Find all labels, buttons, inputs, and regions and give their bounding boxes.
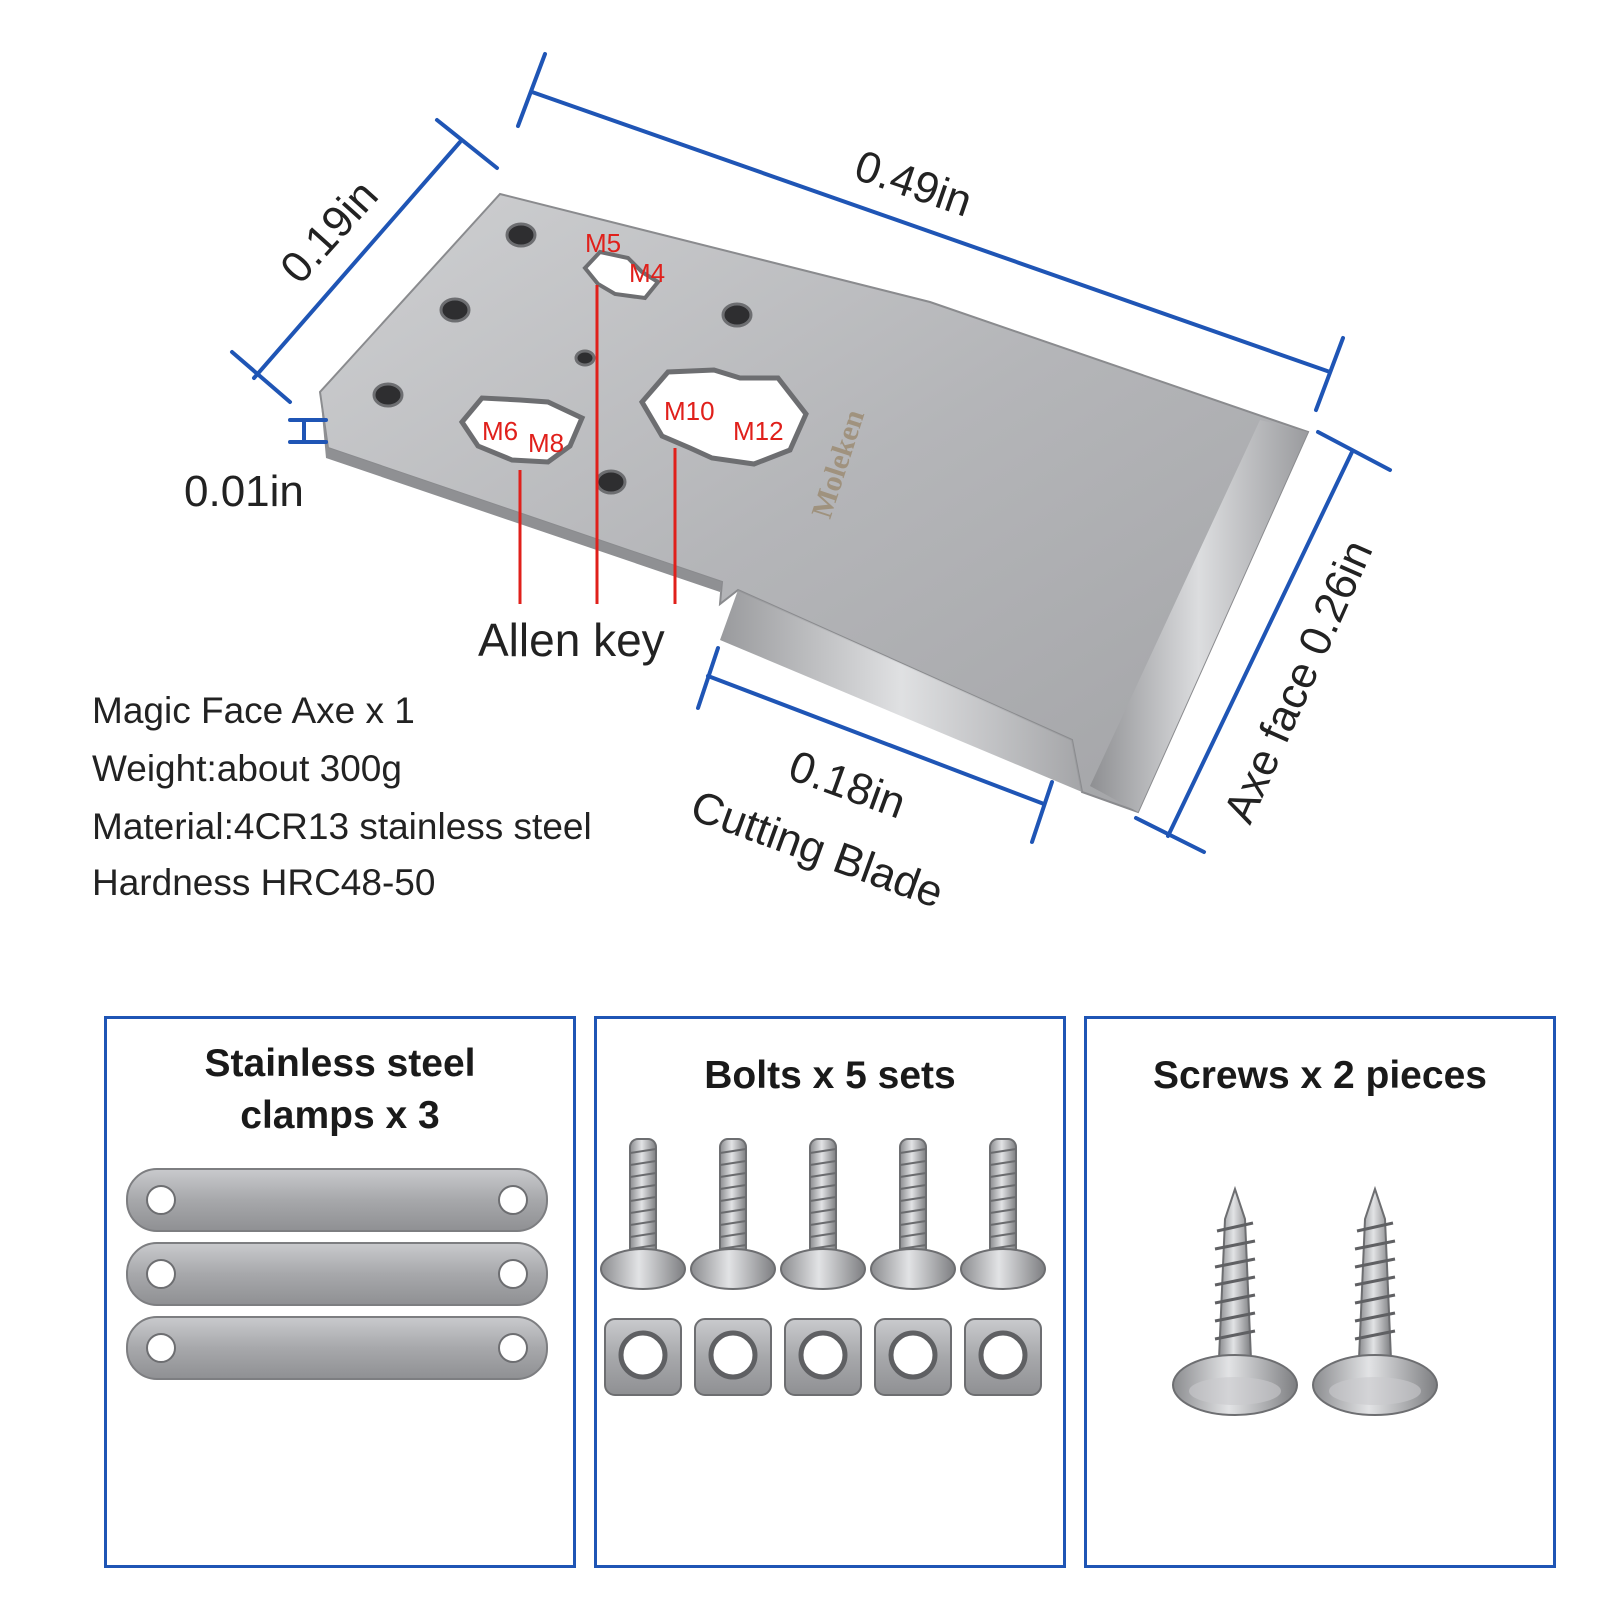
allen-key-label: Allen key: [478, 614, 665, 666]
axe-face-edge: [1090, 420, 1308, 812]
hex-labels: M5 M4 M6 M8 M10 M12: [482, 228, 784, 458]
screws-title: Screws x 2 pieces: [1153, 1054, 1487, 1097]
screw-2: [1312, 1185, 1438, 1416]
clamps-title-line1: Stainless steel: [204, 1042, 476, 1085]
bolt-5: [960, 1138, 1046, 1290]
clamp-1: [126, 1168, 548, 1232]
hex-cutout-m6-m8: [458, 395, 586, 465]
bolt-1: [600, 1138, 686, 1290]
clamps-panel: Stainless steel clamps x 3: [104, 1016, 576, 1568]
nut-4: [874, 1318, 952, 1396]
spec-material: Material:4CR13 stainless steel: [92, 806, 592, 847]
bolt-set: [600, 1138, 1046, 1396]
nut-2: [694, 1318, 772, 1396]
spec-weight: Weight:about 300g: [92, 748, 402, 789]
bolts-title: Bolts x 5 sets: [704, 1054, 956, 1097]
clamp-2: [126, 1242, 548, 1306]
clamps-title-line2: clamps x 3: [240, 1094, 440, 1137]
axe-face-dimension-line: [1166, 450, 1354, 838]
width-dimension-line: [252, 140, 462, 380]
hex-label-m6: M6: [482, 416, 518, 446]
dimension-lines: [230, 52, 1392, 854]
blade-name-label: Cutting Blade: [685, 781, 950, 917]
bolt-3: [780, 1138, 866, 1290]
hex-label-m5: M5: [585, 228, 621, 258]
hex-cutout-m5-m4: [582, 249, 661, 301]
spec-hardness: Hardness HRC48-50: [92, 862, 436, 903]
bolt-2: [690, 1138, 776, 1290]
length-dimension-line: [530, 90, 1332, 374]
spec-quantity: Magic Face Axe x 1: [92, 690, 415, 731]
nut-1: [604, 1318, 682, 1396]
bolt-4: [870, 1138, 956, 1290]
bolts-panel: Bolts x 5 sets: [594, 1016, 1066, 1568]
width-label: 0.19in: [271, 171, 388, 293]
hex-label-m8: M8: [528, 428, 564, 458]
hex-label-m12: M12: [733, 416, 784, 446]
screws-panel: Screws x 2 pieces: [1084, 1016, 1556, 1568]
blade-dimension-line: [706, 674, 1046, 806]
length-label: 0.49in: [849, 141, 978, 226]
screw-1: [1172, 1185, 1298, 1416]
clamps-illustration: [126, 1168, 548, 1380]
nut-3: [784, 1318, 862, 1396]
mounting-holes: [372, 222, 753, 495]
thickness-label: 0.01in: [184, 467, 304, 516]
blade-size-label: 0.18in: [783, 741, 912, 828]
nut-5: [964, 1318, 1042, 1396]
axe-plate: Moleken: [318, 192, 1310, 814]
hex-cutout-m10-m12: [638, 367, 809, 467]
hex-label-m10: M10: [664, 396, 715, 426]
allen-key-callouts: [518, 285, 677, 604]
clamp-3: [126, 1316, 548, 1380]
bolts-illustration: [600, 1138, 1046, 1396]
hex-label-m4: M4: [629, 258, 665, 288]
screws-illustration: [1172, 1185, 1438, 1416]
cutting-blade-edge: [720, 590, 1082, 792]
